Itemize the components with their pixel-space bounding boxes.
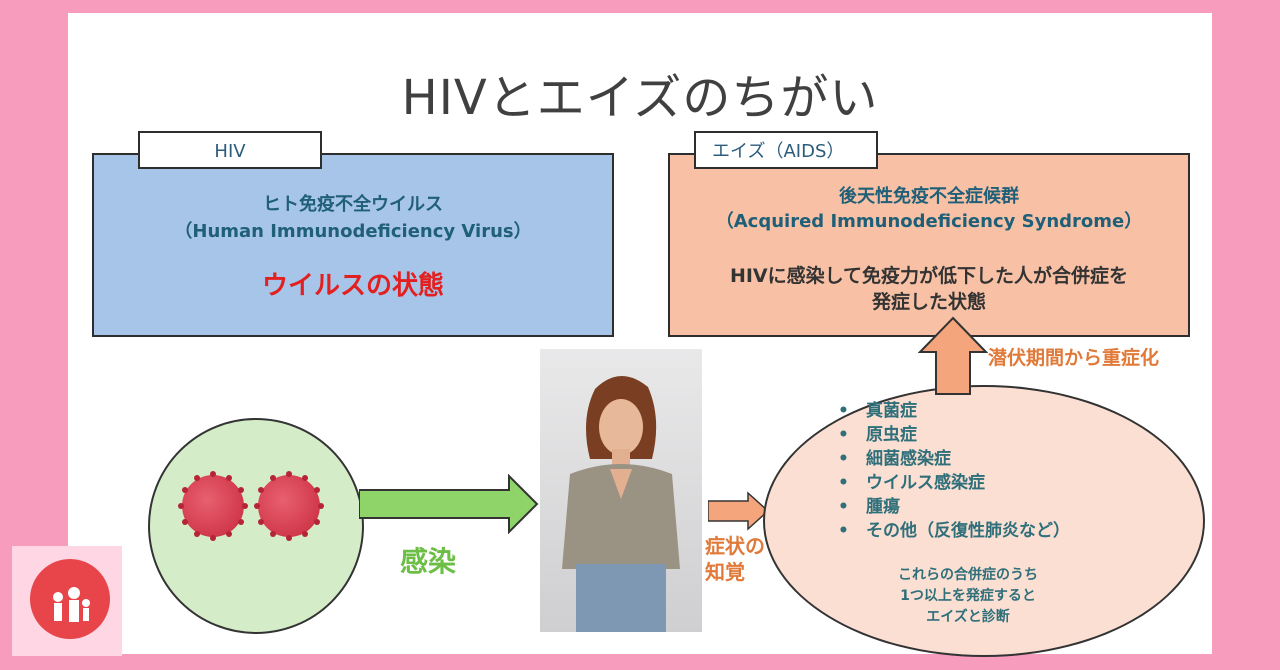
virus-spike xyxy=(258,519,265,525)
virus-spike xyxy=(237,487,244,493)
complications-ellipse xyxy=(763,385,1205,657)
hiv-state: ウイルスの状態 xyxy=(261,271,444,301)
virus-spike xyxy=(242,503,248,509)
awareness-label-line2: 知覚 xyxy=(705,560,745,584)
hiv-name-ja: ヒト免疫不全ウイルス xyxy=(263,194,443,215)
virus-spike xyxy=(270,475,276,482)
aids-tab-label: エイズ（AIDS） xyxy=(694,131,878,169)
list-item: •その他（反復性肺炎など） xyxy=(838,521,1070,541)
woman-photo xyxy=(540,349,702,632)
clinic-logo xyxy=(12,546,122,656)
list-item: •原虫症 xyxy=(838,425,917,445)
virus-spike xyxy=(194,475,200,482)
note-line: エイズと診断 xyxy=(926,609,1010,625)
progression-arrow xyxy=(918,316,988,395)
list-item: •真菌症 xyxy=(838,401,917,421)
virus-icon xyxy=(178,471,248,541)
infection-arrow xyxy=(359,474,539,534)
awareness-label-line1: 症状の xyxy=(705,534,765,558)
list-item: •ウイルス感染症 xyxy=(838,473,985,493)
virus-spike xyxy=(237,519,244,525)
virus-spike xyxy=(182,519,189,525)
family-logo-icon xyxy=(30,559,110,639)
virus-spike xyxy=(254,503,260,509)
note-line: 1つ以上を発症すると xyxy=(900,588,1036,604)
virus-spike xyxy=(210,535,216,541)
hiv-name-en: （Human Immunodeficiency Virus） xyxy=(174,221,532,242)
virus-spike xyxy=(270,530,276,537)
virus-spike xyxy=(286,471,292,477)
note-line: これらの合併症のうち xyxy=(898,567,1038,583)
progression-label: 潜伏期間から重症化 xyxy=(988,347,1160,369)
virus-icon xyxy=(254,471,324,541)
virus-circle xyxy=(148,418,364,634)
aids-description-line2: 発症した状態 xyxy=(871,291,986,313)
virus-spike xyxy=(302,475,308,482)
complications-list: •真菌症 •原虫症 •細菌感染症 •ウイルス感染症 •腫瘍 •その他（反復性肺炎… xyxy=(838,399,1070,543)
virus-spike xyxy=(194,530,200,537)
virus-spike xyxy=(210,471,216,477)
aids-description-line1: HIVに感染して免疫力が低下した人が合併症を xyxy=(729,265,1129,287)
virus-spike xyxy=(258,487,265,493)
aids-name-en: （Acquired Immunodeficiency Syndrome） xyxy=(715,211,1143,232)
slide: HIVとエイズのちがい ヒト免疫不全ウイルス （Human Immunodefi… xyxy=(68,13,1212,657)
list-item: •腫瘍 xyxy=(838,497,900,517)
list-item: •細菌感染症 xyxy=(838,449,951,469)
awareness-arrow xyxy=(708,491,770,531)
awareness-label: 症状の 知覚 xyxy=(705,533,765,585)
hiv-tab-label: HIV xyxy=(138,131,322,169)
virus-spike xyxy=(226,475,232,482)
virus-spike xyxy=(318,503,324,509)
virus-spike xyxy=(313,487,320,493)
diagnosis-note: これらの合併症のうち 1つ以上を発症すると エイズと診断 xyxy=(868,565,1068,628)
virus-spike xyxy=(226,530,232,537)
virus-spike xyxy=(302,530,308,537)
virus-spike xyxy=(178,503,184,509)
aids-name-ja: 後天性免疫不全症候群 xyxy=(839,186,1019,207)
infection-label: 感染 xyxy=(400,545,457,578)
virus-spike xyxy=(286,535,292,541)
aids-box: 後天性免疫不全症候群 （Acquired Immunodeficiency Sy… xyxy=(668,153,1190,337)
hiv-box: ヒト免疫不全ウイルス （Human Immunodeficiency Virus… xyxy=(92,153,614,337)
virus-spike xyxy=(313,519,320,525)
page-title: HIVとエイズのちがい xyxy=(401,70,879,126)
virus-spike xyxy=(182,487,189,493)
